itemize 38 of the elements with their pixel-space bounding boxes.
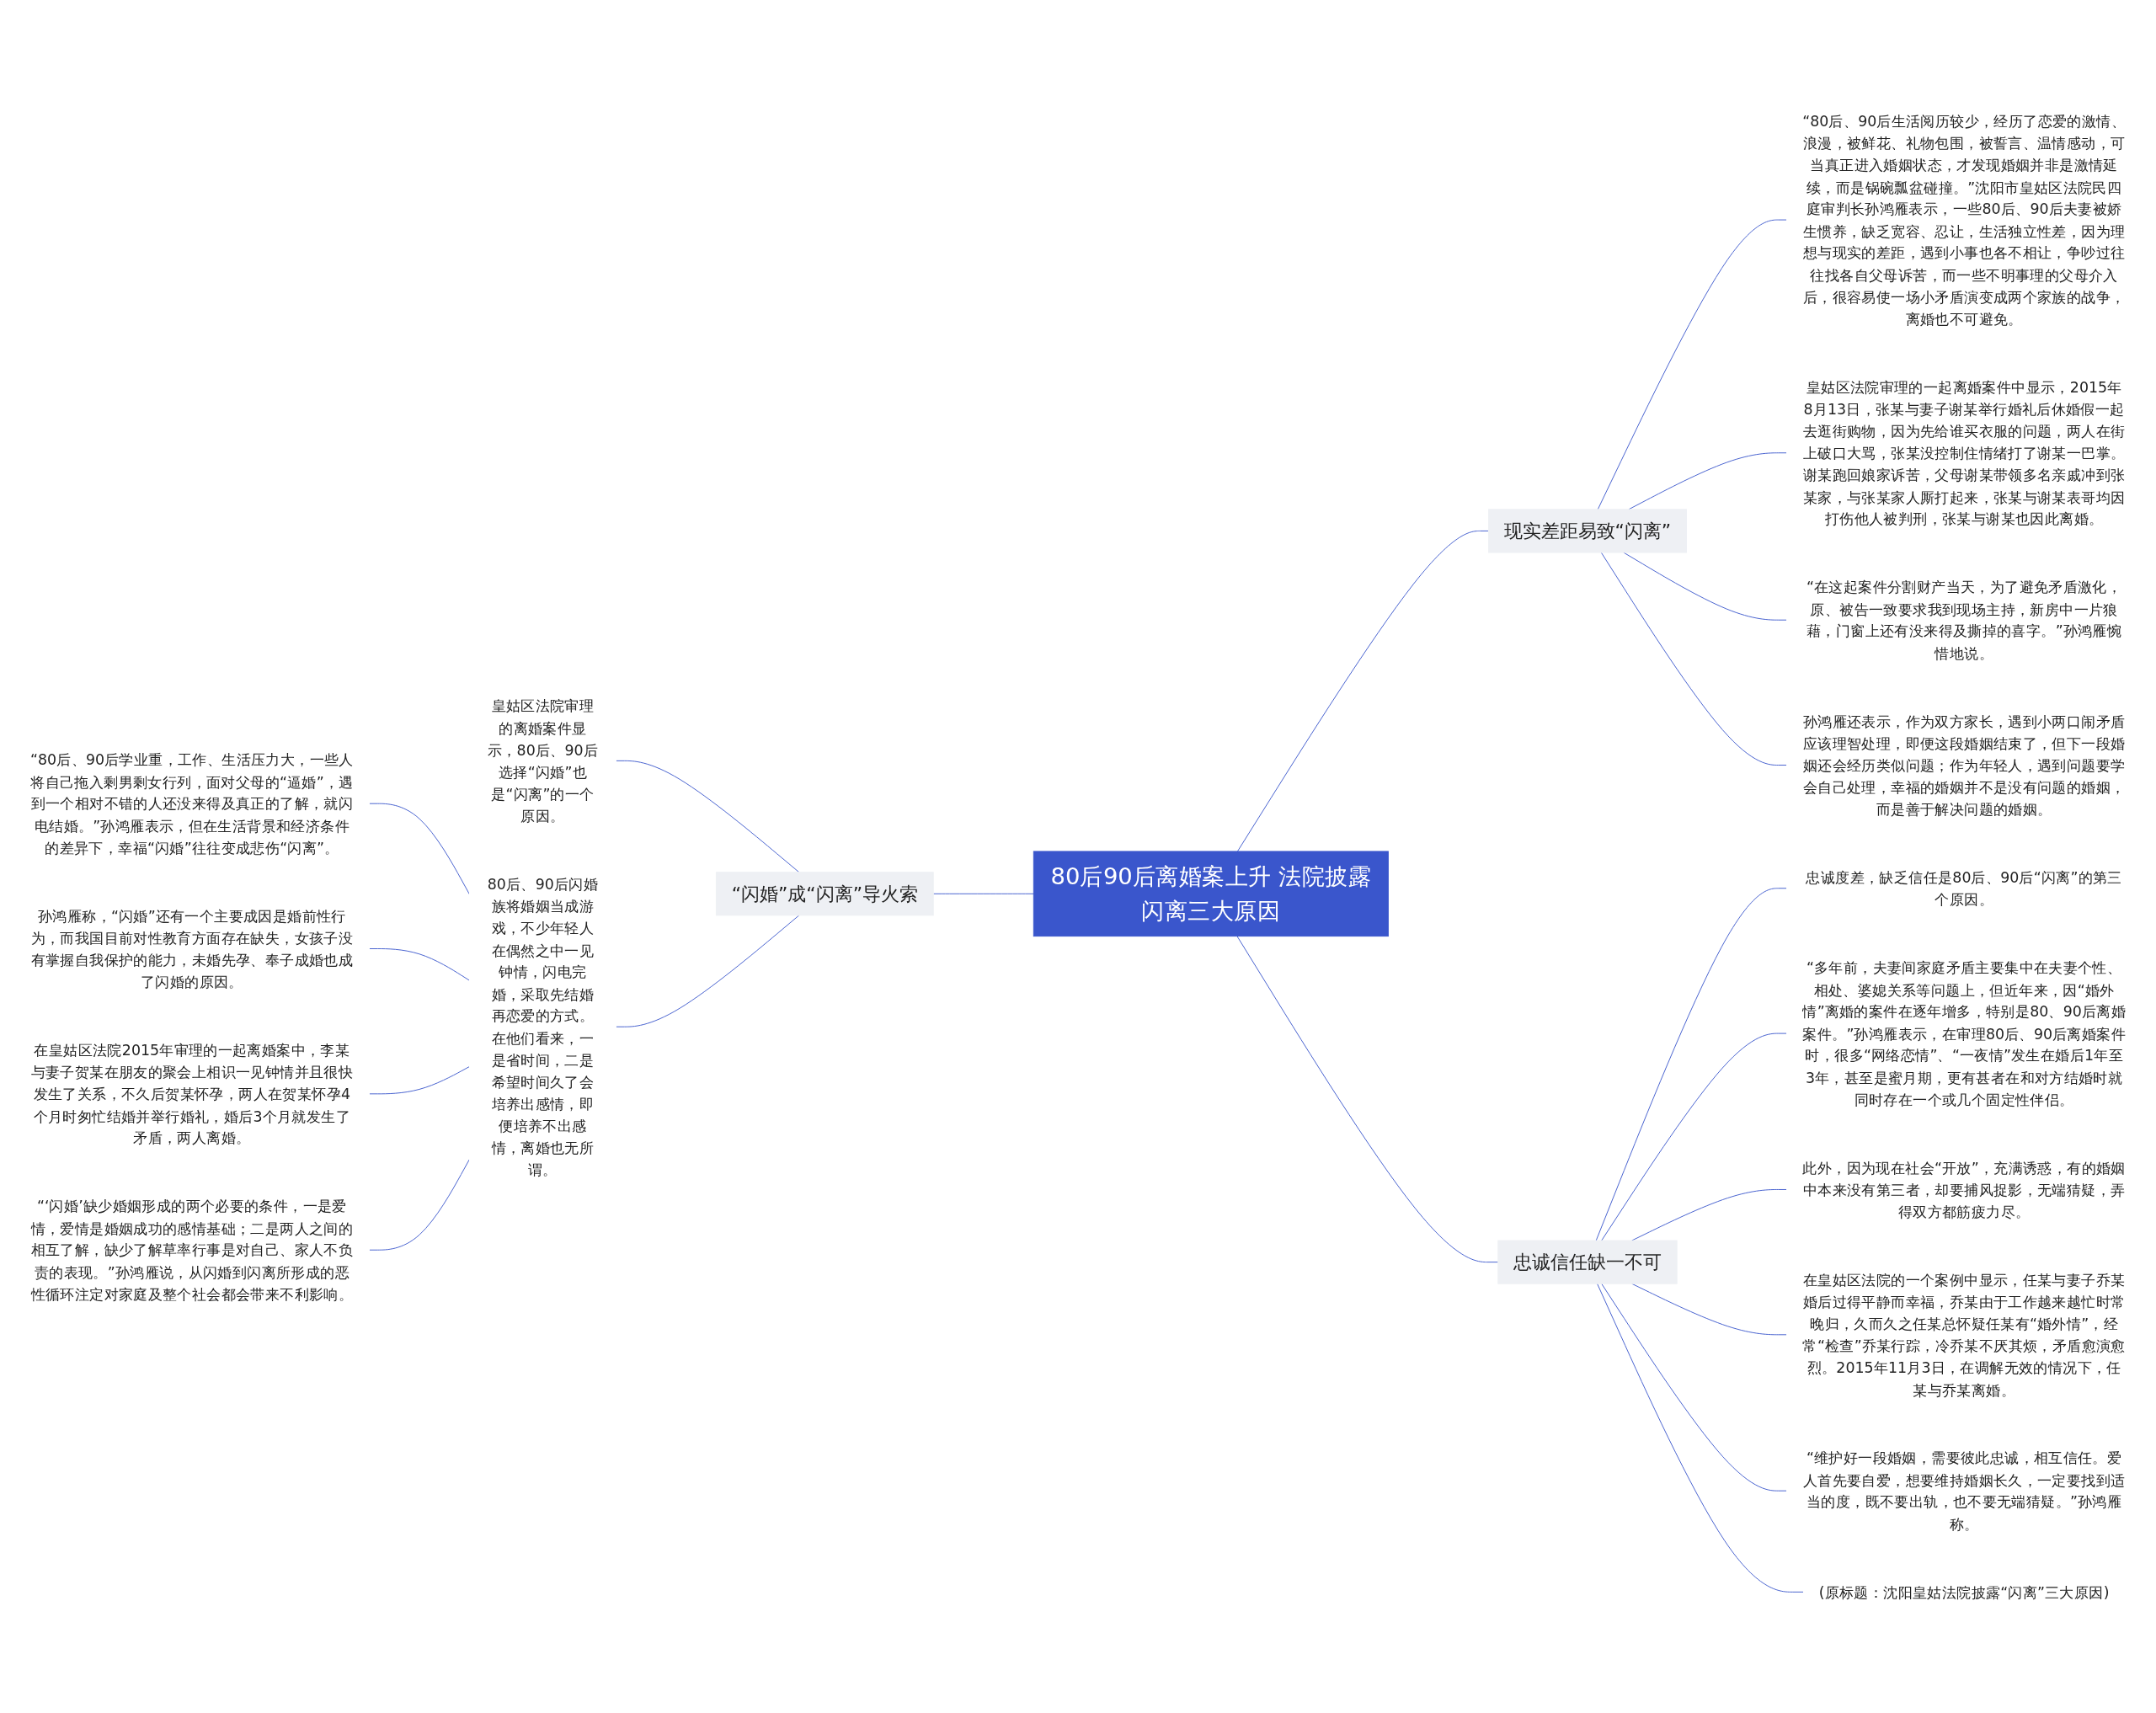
node-text: 孙鸿雁称，“闪婚”还有一个主要成因是婚前性行为，而我国目前对性教育方面存在缺失，女孩子没有掌握自我保护的能力，未婚先孕、奉子成婚也成了闪婚的原因。 [30,907,354,990]
node-text: 80后、90后闪婚族将婚姻当成游戏，不少年轻人在偶然之中一见钟情，闪电完婚，采取先结婚再恋爱的方式。在他们看来，一是省时间，二是希望时间久了会培养出感情，即便培养不出感情，离婚也无所谓。 [487,875,599,1178]
node-text: “多年前，夫妻间家庭矛盾主要集中在夫妻个性、相处、婆媳关系等问题上，但近年来，因“婚外情”离婚的案件在逐年增多，特别是80、90后离婚案件。”孙鸿雁表示，在审理80后、90后离婚案件时，很多“网络恋情”、“一夜情”发生在婚后1年至3年，甚至是蜜月期，更有甚者在和对方结婚时就同时存在一个或几个固定性伴侣。 [1802,958,2126,1108]
node-text: “维护好一段婚姻，需要彼此忠诚，相互信任。爱人首先要自爱，想要维持婚姻长久，一定要找到适当的度，既不要出轨，也不要无端猜疑。”孙鸿雁称。 [1802,1449,2126,1533]
node-text: “80后、90后学业重，工作、生活压力大，一些人将自己拖入剩男剩女行列，面对父母的“逼婚”，遇到一个相对不错的人还没来得及真正的了解，就闪电结婚。”孙鸿雁表示，但在生活背景和经济条件的差异下，幸福“闪婚”往往变成悲伤“闪离”。 [29,750,354,856]
node-box: 忠诚信任缺一不可 [1497,1240,1678,1284]
connector [1601,1283,1788,1492]
node-text: “‘闪婚’缺少婚姻形成的两个必要的条件，一是爱情，爱情是婚姻成功的感情基础；二是两人之间的相互了解，缺少了解草率行事是对自己、家人不负责的表现。”孙鸿雁说，从闪婚到闪离所形成的恶性循环注定对家庭及整个社会都会带来不利影响。 [30,1197,354,1303]
node-text: 孙鸿雁还表示，作为双方家长，遇到小两口闹矛盾应该理智处理，即便这段婚姻结束了，但下一段婚姻还会经历类似问题；作为年轻人，遇到问题要学会自己处理，幸福的婚姻并不是没有问题的婚姻，而是善于解决问题的婚姻。 [1802,712,2126,818]
connector [1236,936,1499,1263]
node-box: 现实差距易致“闪离” [1487,509,1687,553]
node-text: 皇姑区法院审理的离婚案件显示，80后、90后选择“闪婚”也是“闪离”的一个原因。 [487,696,599,824]
connector [368,803,470,895]
connector [1595,888,1788,1241]
connector [1601,1033,1788,1241]
connector [1600,552,1788,766]
connector [1236,531,1489,852]
node-text: 此外，因为现在社会“开放”，充满诱惑，有的婚姻中本来没有第三者，却要捕风捉影，无端猜疑，弄得双方都筋疲力尽。 [1802,1159,2126,1220]
node-text: “80后、90后生活阅历较少，经历了恋爱的激情、浪漫，被鲜花、礼物包围，被誓言、温情感动，可当真正进入婚姻状态，才发现婚姻并非是激情延续，而是锅碗瓢盆碰撞。”沈阳市皇姑区法院民四庭审判长孙鸿雁表示，一些80后、90后夫妻被娇生惯养，缺乏宽容、忍让，生活独立性差，因为理想与现实的差距，遇到小事也各不相让，争吵过往往找各自父母诉苦，而一些不明事理的父母介入后，很容易使一场小矛盾演变成两个家族的战争，离婚也不可避免。 [1802,112,2126,328]
connector [1631,1283,1788,1336]
connector [615,915,800,1027]
connector [615,760,800,873]
connector [368,948,470,981]
node-text: 皇姑区法院审理的一起离婚案件中显示，2015年8月13日，张某与妻子谢某举行婚礼后休婚假一起去逛街购物，因为先给谁买衣服的问题，两人在街上破口大骂，张某没控制住情绪打了谢某一巴掌。谢某跑回娘家诉苦，父母谢某带领多名亲戚冲到张某家，与张某家人厮打起来，张某与谢某表哥均因打伤他人被判刑，张某与谢某也因此离婚。 [1802,378,2126,527]
connector [1597,219,1788,510]
node-text: 忠诚度差，缺乏信任是80后、90后“闪离”的第三个原因。 [1806,868,2122,908]
node-text: (原标题：沈阳皇姑法院披露“闪离”三大原因) [1818,1583,2110,1601]
connector [1597,1283,1804,1593]
node-text: 在皇姑区法院的一个案例中显示，任某与妻子乔某婚后过得平静而幸福，乔某由于工作越来越忙时常晚归，久而久之任某总怀疑任某有“婚外情”，经常“检查”乔某行踪，冷乔某不厌其烦，矛盾愈演愈烈。2015年11月3日，在调解无效的情况下，任某与乔某离婚。 [1802,1271,2126,1398]
connector [368,1159,470,1251]
node-text: “在这起案件分割财产当天，为了避免矛盾激化，原、被告一致要求我到现场主持，新房中一片狼藉，门窗上还有没来得及撕掉的喜字。”孙鸿雁惋惜地说。 [1806,578,2122,662]
connector [368,1066,470,1095]
node-text: 在皇姑区法院2015年审理的一起离婚案中，李某与妻子贺某在朋友的聚会上相识一见钟情并且很快发生了关系，不久后贺某怀孕，两人在贺某怀孕4个月时匆忙结婚并举行婚礼，婚后3个月就发生了矛盾，两人离婚。 [30,1041,354,1146]
node-box: 80后90后离婚案上升 法院披露闪离三大原因 [1033,851,1389,937]
connector [1623,552,1788,621]
connector [932,893,1034,894]
connector [1631,1189,1788,1241]
node-box: “闪婚”成“闪离”导火索 [715,872,934,916]
